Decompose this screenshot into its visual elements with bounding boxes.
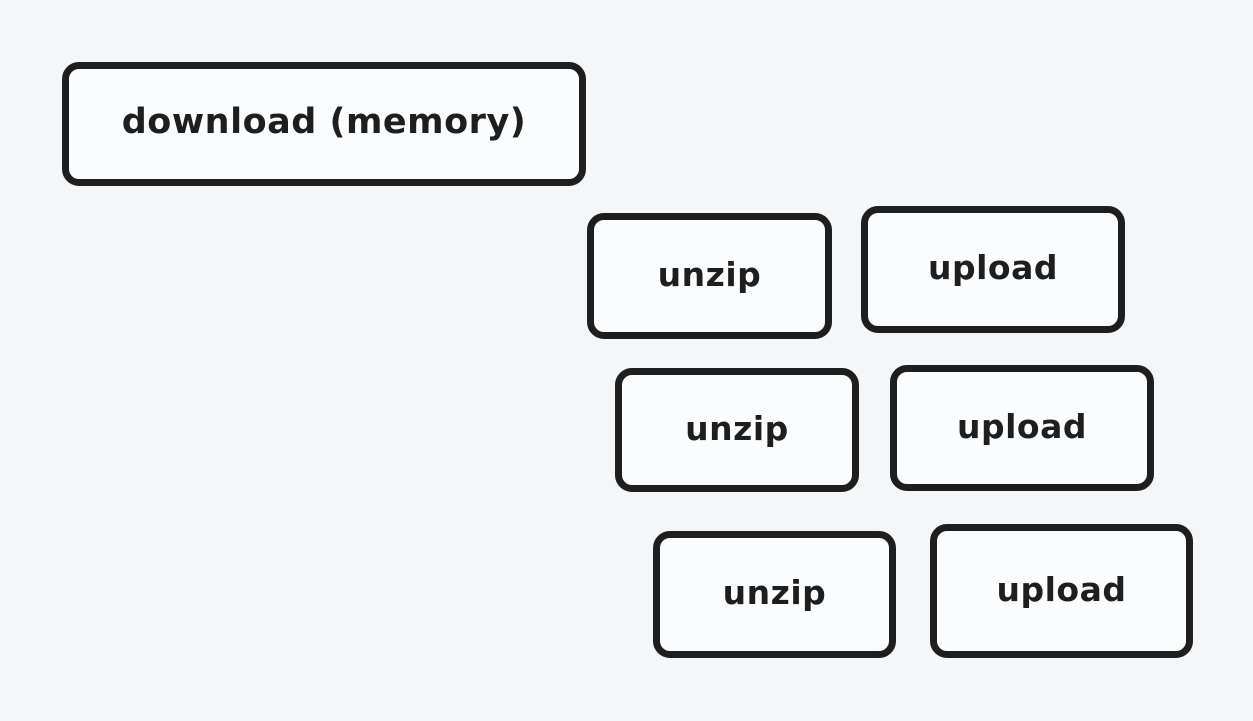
node-unzip-1-label: unzip [657, 254, 762, 294]
node-upload-3[interactable]: upload [930, 524, 1193, 658]
node-unzip-2[interactable]: unzip [615, 368, 859, 492]
node-upload-1-label: upload [928, 248, 1058, 287]
node-download-memory[interactable]: download (memory) [62, 62, 586, 186]
node-upload-2[interactable]: upload [890, 365, 1154, 491]
node-upload-2-label: upload [957, 406, 1087, 446]
node-unzip-2-label: unzip [685, 408, 789, 448]
node-download-memory-label: download (memory) [121, 102, 527, 142]
node-upload-1[interactable]: upload [861, 206, 1125, 333]
node-unzip-1[interactable]: unzip [587, 213, 832, 339]
node-unzip-3[interactable]: unzip [653, 531, 896, 658]
node-upload-3-label: upload [996, 569, 1127, 609]
node-unzip-3-label: unzip [722, 573, 827, 612]
